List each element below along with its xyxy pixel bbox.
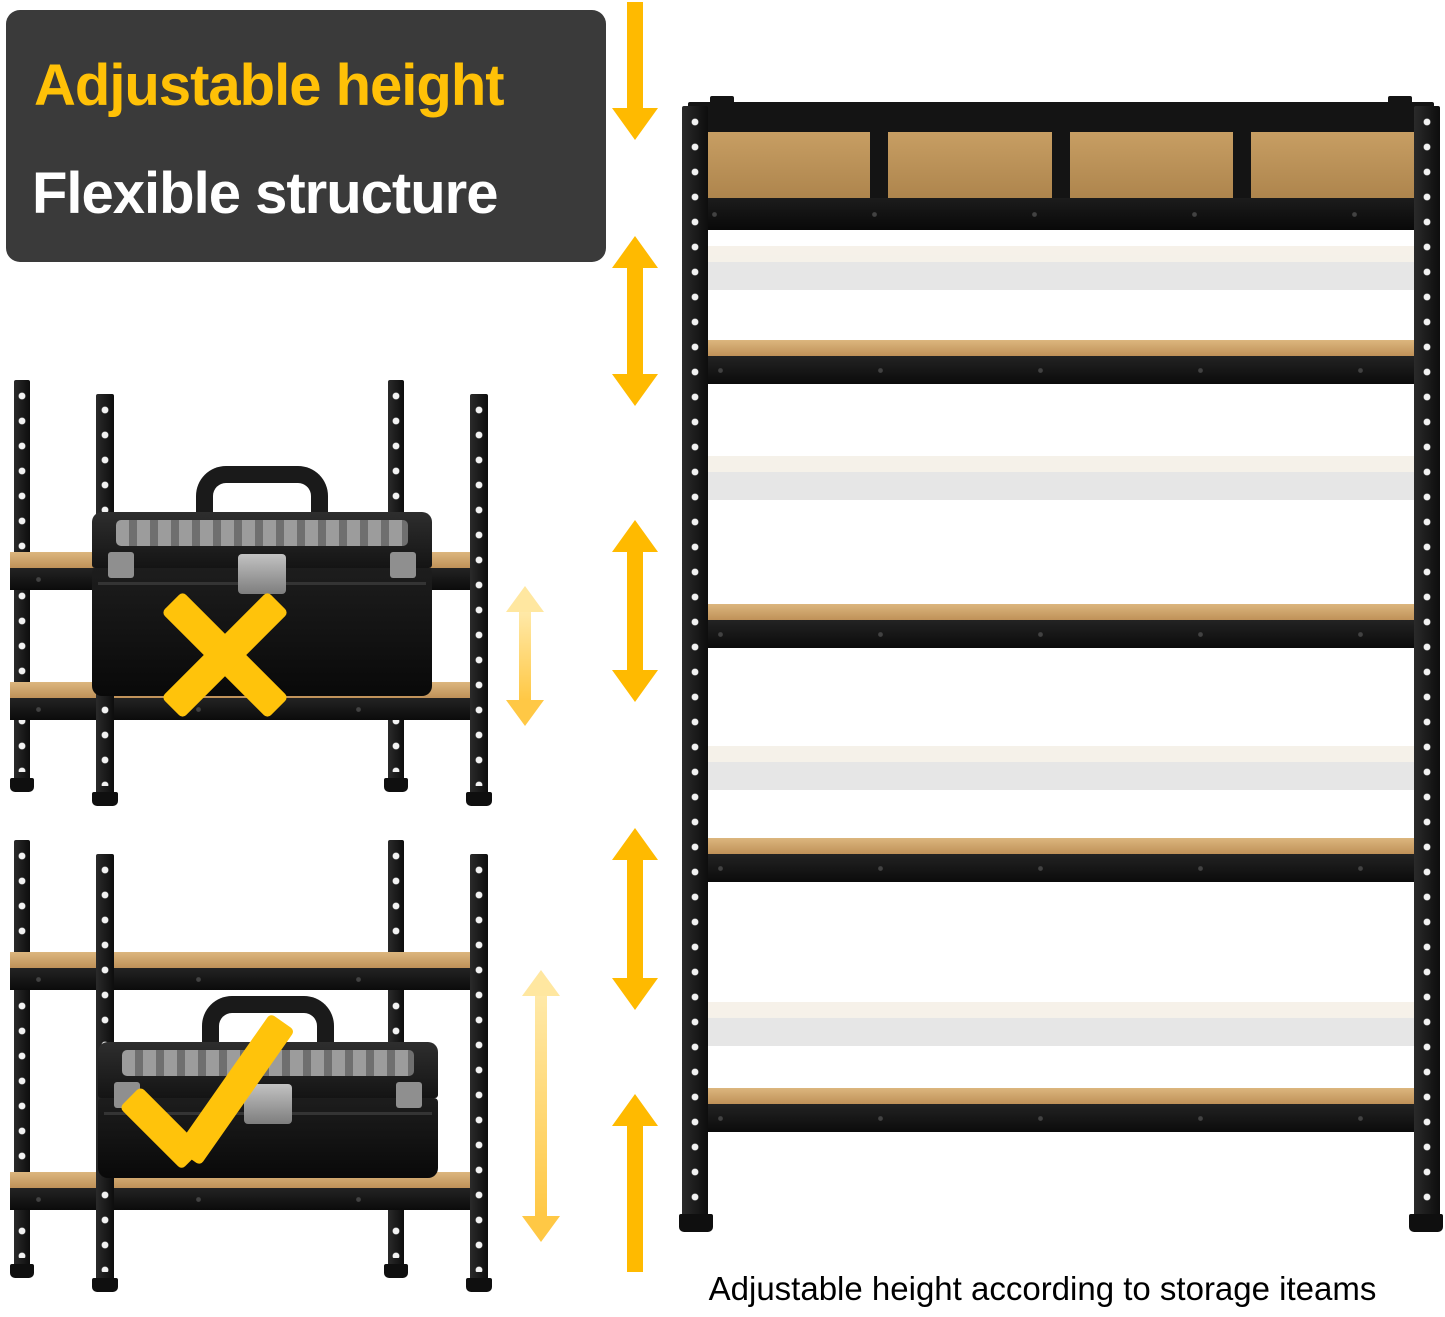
arrow-head-down: [612, 670, 658, 702]
shelf-beam: [10, 1188, 488, 1210]
shelf-board: [692, 604, 1430, 648]
caption: Adjustable height according to storage i…: [708, 1270, 1377, 1307]
check-mark-icon: [119, 1008, 310, 1178]
ghost-shelf-beam: [696, 1018, 1430, 1046]
shelf-board: [10, 952, 488, 990]
post-foot: [384, 778, 408, 792]
arrow-shaft: [519, 612, 531, 700]
shelf-post: [470, 854, 488, 1282]
post-foot: [384, 1264, 408, 1278]
banner-subtitle: Flexible structure: [32, 161, 498, 226]
post-foot: [92, 792, 118, 806]
toolbox-latch: [238, 554, 286, 594]
shelf-beam: [692, 854, 1430, 882]
arrow-head-down: [522, 1216, 560, 1242]
ghost-shelf-wood: [696, 1002, 1430, 1018]
post-foot: [10, 778, 34, 792]
arrow-shaft: [627, 2, 643, 108]
arrow-head-up: [612, 1094, 658, 1126]
arrow-head-down: [506, 700, 544, 726]
arrow-shaft: [627, 552, 643, 670]
arrow-head-up: [506, 586, 544, 612]
arrow-shaft: [535, 996, 547, 1216]
height-adjust-arrow-icon: [612, 236, 658, 406]
height-adjust-arrow-up-icon: [612, 1094, 658, 1272]
arrow-head-up: [612, 520, 658, 552]
shelf-board-wood: [692, 838, 1430, 854]
shelf-beam: [692, 356, 1430, 384]
shelf-post: [1414, 106, 1440, 1218]
shelf-board-wood: [692, 1088, 1430, 1104]
top-shelf-underside: [698, 132, 1424, 198]
shelf-post: [470, 394, 488, 796]
top-rear-beam: [688, 102, 1434, 132]
shelf-beam: [692, 620, 1430, 648]
x-mark-icon: [150, 580, 300, 730]
arrow-head-up: [522, 970, 560, 996]
shelf-beam: [10, 698, 488, 720]
arrow-head-down: [612, 978, 658, 1010]
shelf-post: [14, 840, 30, 1268]
arrow-head-up: [612, 236, 658, 268]
height-adjust-arrow-icon: [612, 828, 658, 1010]
ghost-shelf-beam: [696, 472, 1430, 500]
shelf-support-rib: [870, 132, 888, 198]
banner-title: Adjustable height: [34, 53, 505, 118]
post-foot: [10, 1264, 34, 1278]
check-mark-bar: [175, 1013, 295, 1166]
ghost-shelf: [696, 246, 1430, 290]
height-adjust-arrow-icon: [612, 520, 658, 702]
shelf-beam: [692, 1104, 1430, 1132]
ghost-shelf: [696, 1002, 1430, 1046]
arrow-head-up: [612, 828, 658, 860]
ghost-shelf: [696, 456, 1430, 500]
toolbox: [92, 466, 432, 696]
shelf-beam: [10, 968, 488, 990]
arrow-head-down: [612, 374, 658, 406]
post-foot: [466, 792, 492, 806]
arrow-head-down: [612, 108, 658, 140]
shelf-beam: [686, 198, 1436, 230]
shelf-unit-example-correct: [10, 840, 585, 1298]
shelf-board-wood: [10, 952, 488, 968]
ghost-shelf: [696, 746, 1430, 790]
ghost-shelf-wood: [696, 746, 1430, 762]
shelf-gap-arrow-icon: [522, 970, 560, 1242]
toolbox-side-latch: [390, 552, 416, 578]
shelf-board: [692, 340, 1430, 384]
shelf-board: [692, 838, 1430, 882]
shelf-board-wood: [692, 340, 1430, 356]
shelf-board: [692, 1088, 1430, 1132]
post-foot: [1409, 1214, 1443, 1232]
ghost-shelf-beam: [696, 762, 1430, 790]
toolbox-side-latch: [108, 552, 134, 578]
shelf-post: [682, 106, 708, 1218]
large-shelf-unit: [679, 96, 1443, 1244]
post-foot: [679, 1214, 713, 1232]
arrow-shaft: [627, 1126, 643, 1272]
ghost-shelf-wood: [696, 456, 1430, 472]
feature-banner: Adjustable height Flexible structure: [6, 10, 606, 262]
shelf-board-wood: [692, 604, 1430, 620]
arrow-shaft: [627, 268, 643, 374]
shelf-support-rib: [1233, 132, 1251, 198]
shelf-support-rib: [1052, 132, 1070, 198]
arrow-shaft: [627, 860, 643, 978]
post-foot: [92, 1278, 118, 1292]
shelf-unit-example-wrong: [10, 380, 555, 816]
height-adjust-arrow-down-icon: [612, 2, 658, 140]
toolbox-side-latch: [396, 1082, 422, 1108]
shelf-gap-arrow-icon: [506, 586, 544, 726]
post-foot: [466, 1278, 492, 1292]
toolbox-lid: [92, 512, 432, 568]
ghost-shelf-beam: [696, 262, 1430, 290]
ghost-shelf-wood: [696, 246, 1430, 262]
toolbox-lid-grip: [115, 520, 409, 546]
